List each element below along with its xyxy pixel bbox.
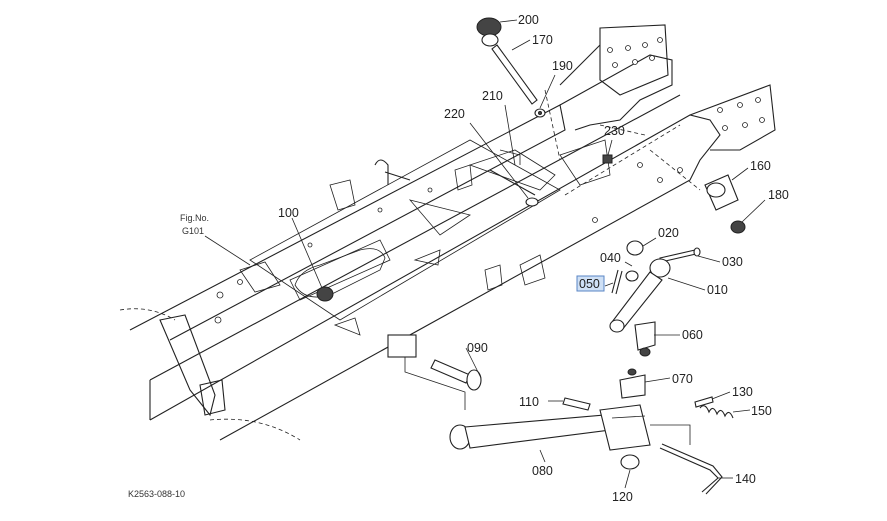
- drawing-code: K2563-088-10: [128, 489, 185, 499]
- callout-010[interactable]: 010: [707, 283, 728, 297]
- leader-lines: [204, 19, 766, 489]
- part-010-arm: [609, 258, 671, 333]
- part-100-nut: [316, 286, 334, 302]
- part-180-nut: [730, 220, 746, 234]
- callout-170[interactable]: 170: [532, 33, 553, 47]
- part-090-bolt: [387, 334, 482, 410]
- callout-050[interactable]: 050: [579, 277, 600, 291]
- part-020-bushing: [626, 240, 644, 256]
- part-070-clevis: [619, 368, 646, 399]
- callout-130[interactable]: 130: [732, 385, 753, 399]
- callout-150[interactable]: 150: [751, 404, 772, 418]
- callout-050-highlight: [576, 275, 605, 292]
- part-110-bolt: [562, 397, 591, 411]
- callout-040[interactable]: 040: [600, 251, 621, 265]
- part-030-bolt: [659, 247, 701, 263]
- part-080-pedal-arm: [449, 404, 651, 451]
- callout-180[interactable]: 180: [768, 188, 789, 202]
- figure-reference: Fig.No. G101: [180, 213, 209, 236]
- callout-160[interactable]: 160: [750, 159, 771, 173]
- fig-no-value: G101: [182, 226, 204, 236]
- part-140-rod: [650, 424, 723, 495]
- callout-060[interactable]: 060: [682, 328, 703, 342]
- frame-chassis: [119, 24, 776, 441]
- part-040-washer: [625, 270, 639, 282]
- part-220-bolt: [525, 197, 539, 207]
- callout-140[interactable]: 140: [735, 472, 756, 486]
- callout-070[interactable]: 070: [672, 372, 693, 386]
- callout-030[interactable]: 030: [722, 255, 743, 269]
- callout-110[interactable]: 110: [519, 395, 539, 409]
- callout-210[interactable]: 210: [482, 89, 503, 103]
- callout-090[interactable]: 090: [467, 341, 488, 355]
- callout-labels: 200 170 190 210 220 230 160 180 100 020 …: [278, 13, 789, 504]
- callout-220[interactable]: 220: [444, 107, 465, 121]
- callout-200[interactable]: 200: [518, 13, 539, 27]
- part-120-clip: [620, 454, 640, 470]
- callout-230[interactable]: 230: [604, 124, 625, 138]
- callout-120[interactable]: 120: [612, 490, 633, 504]
- part-150-spring: [699, 405, 734, 419]
- callout-020[interactable]: 020: [658, 226, 679, 240]
- part-060-clevis: [634, 321, 656, 357]
- part-160-roller: [704, 174, 739, 211]
- part-130-spring-pin: [694, 396, 714, 408]
- part-230-nut: [602, 154, 613, 164]
- callout-190[interactable]: 190: [552, 59, 573, 73]
- callout-080[interactable]: 080: [532, 464, 553, 478]
- part-190-washer: [534, 108, 546, 118]
- fig-no-label: Fig.No.: [180, 213, 209, 223]
- callout-100[interactable]: 100: [278, 206, 299, 220]
- part-170-rod: [491, 44, 538, 105]
- part-050-pin: [611, 269, 623, 295]
- part-200-knob: [476, 17, 502, 47]
